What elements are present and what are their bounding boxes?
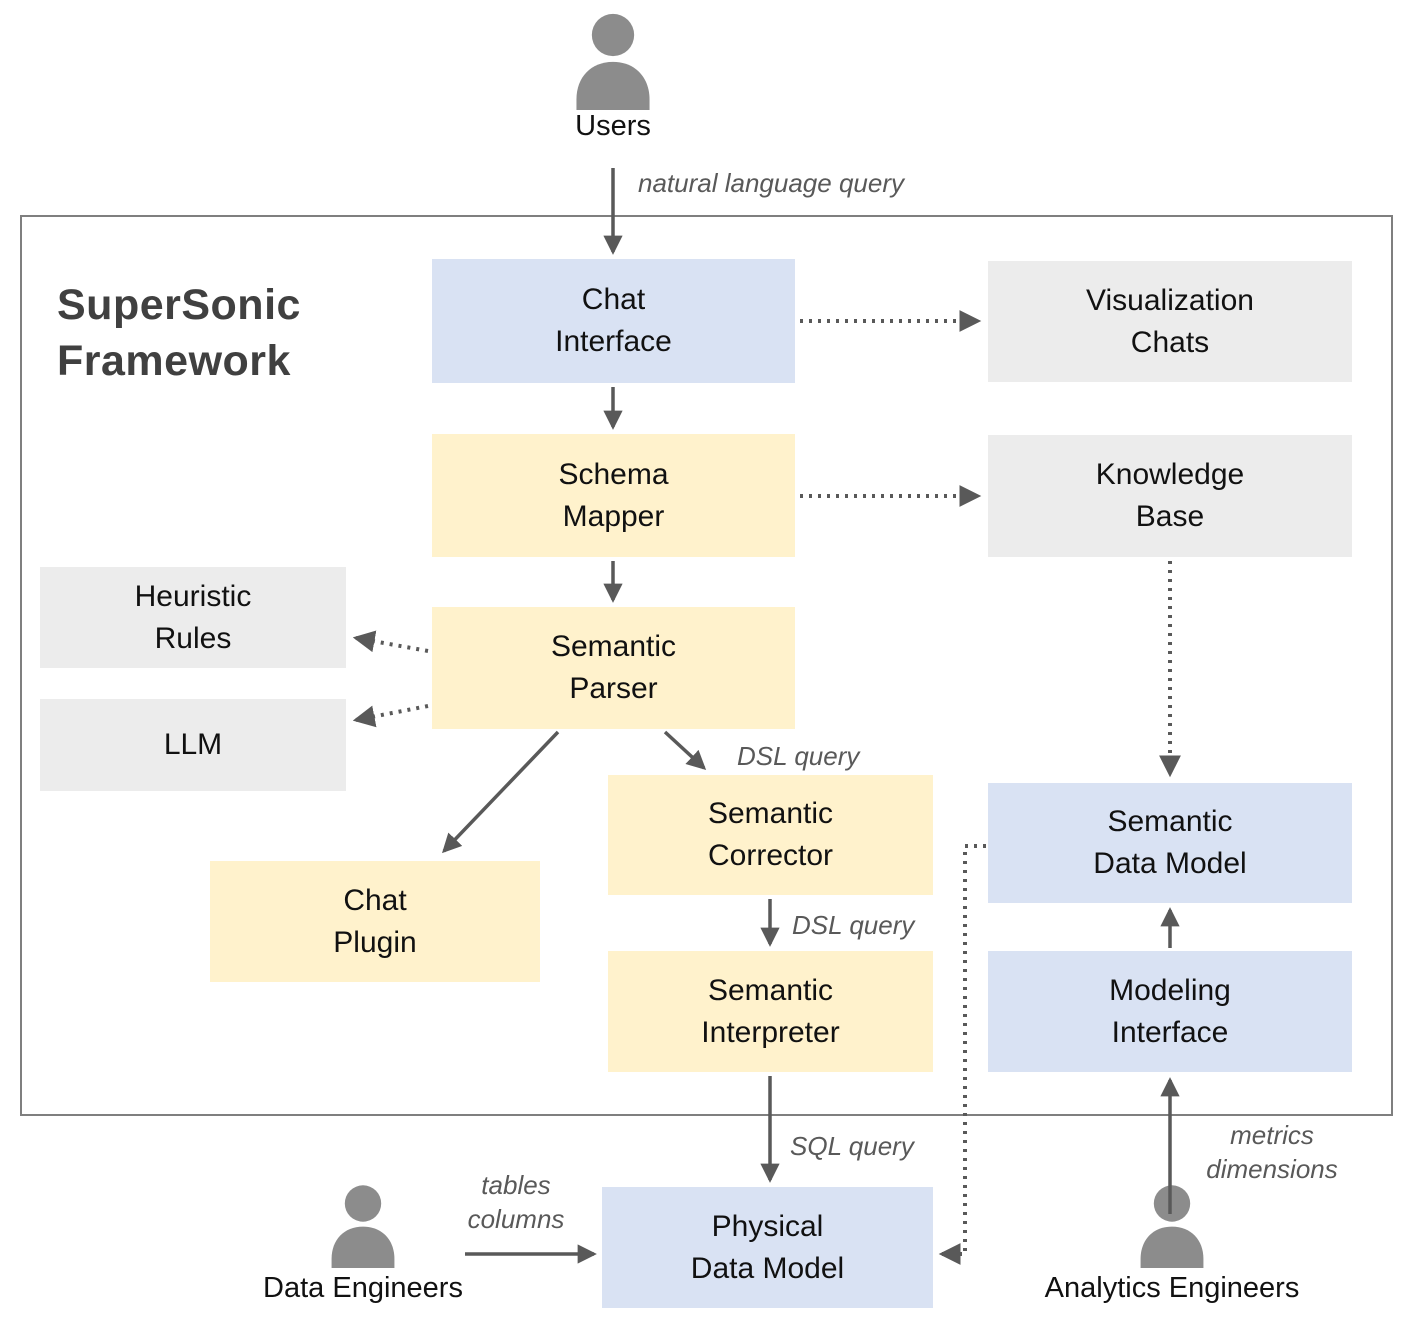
edge-label-dsl-query-1: DSL query [737, 741, 860, 771]
data-engineers-label: Data Engineers [263, 1272, 463, 1304]
node-chat-interface: Chat Interface [432, 259, 795, 383]
node-modeling-interface: Modeling Interface [988, 951, 1352, 1072]
node-chat-plugin: Chat Plugin [210, 861, 540, 982]
analytics-engineers-label: Analytics Engineers [1044, 1272, 1300, 1304]
edge-label-metrics-dimensions: metrics dimensions [1206, 1120, 1338, 1185]
node-semantic-parser: Semantic Parser [432, 607, 795, 729]
analytics-engineers-icon [1140, 1185, 1204, 1268]
node-semantic-data-model: Semantic Data Model [988, 783, 1352, 903]
edge-label-dsl-query-2: DSL query [792, 910, 915, 940]
node-physical-data-model: Physical Data Model [602, 1187, 933, 1308]
node-schema-mapper: Schema Mapper [432, 434, 795, 557]
users-label: Users [575, 110, 651, 142]
framework-title: SuperSonic Framework [57, 281, 301, 385]
edge-label-natural-language-query: natural language query [638, 168, 904, 198]
node-llm: LLM [40, 699, 346, 791]
users-icon [576, 13, 650, 110]
node-knowledge-base: Knowledge Base [988, 435, 1352, 557]
node-semantic-corrector: Semantic Corrector [608, 775, 933, 895]
edge-label-tables-columns: tables columns [467, 1170, 565, 1235]
node-visualization-chats: Visualization Chats [988, 261, 1352, 382]
edge-label-sql-query: SQL query [790, 1131, 914, 1161]
node-heuristic-rules: Heuristic Rules [40, 567, 346, 668]
data-engineers-icon [331, 1185, 395, 1268]
node-semantic-interpreter: Semantic Interpreter [608, 951, 933, 1072]
